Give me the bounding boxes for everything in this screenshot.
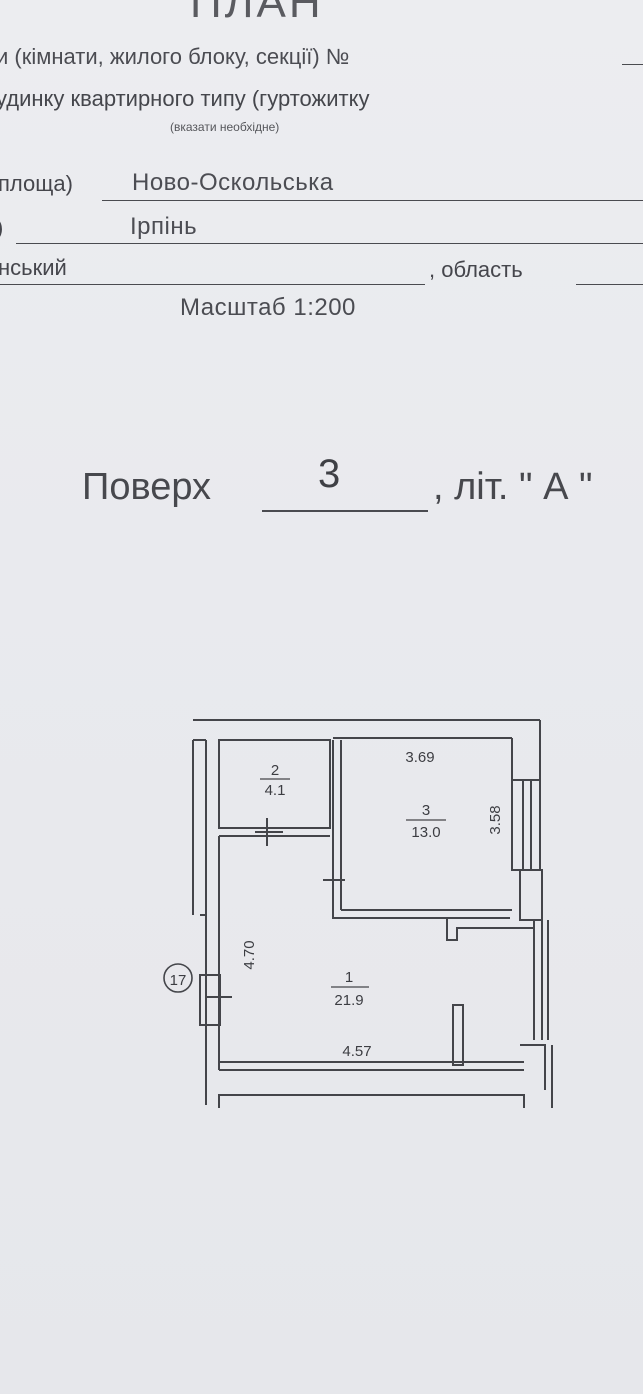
street-value: Ново-Оскольська — [132, 169, 334, 196]
room-number-blank-line — [622, 64, 643, 65]
plan-walls — [192, 719, 553, 1108]
district-underline — [0, 284, 425, 285]
floor-underline — [262, 510, 428, 512]
header-line-building-type: удинку квартирного типу (гуртожитку — [0, 86, 370, 111]
floor-number: 3 — [318, 452, 341, 496]
district-value: нський — [0, 255, 67, 280]
street-underline — [102, 200, 643, 201]
room-1-number: 1 — [345, 969, 353, 986]
room-1-area: 21.9 — [334, 992, 363, 1009]
room-2-area: 4.1 — [265, 782, 286, 799]
floor-label: Поверх — [82, 466, 212, 508]
axis-label: 17 — [170, 972, 187, 989]
room-1-length: 4.70 — [241, 940, 258, 969]
scale-label: Масштаб 1:200 — [180, 294, 356, 321]
region-label: , область — [429, 257, 523, 282]
room-3-area: 13.0 — [411, 824, 440, 841]
room-3-number: 3 — [422, 802, 430, 819]
room-1: 4.70 1 21.9 4.57 — [241, 940, 372, 1060]
city-underline — [16, 243, 643, 244]
room-1-width: 4.57 — [342, 1043, 371, 1060]
building-letter: , літ. " А " — [433, 466, 593, 508]
document-title: ПЛАН — [190, 0, 324, 27]
axis-marker: 17 — [163, 963, 193, 993]
axis-circle — [163, 963, 193, 993]
room-3-width: 3.69 — [405, 749, 434, 766]
room-3-depth: 3.58 — [487, 805, 504, 834]
city-label: ) — [0, 215, 3, 241]
room-3: 3.69 3 13.0 3.58 — [405, 749, 504, 841]
header-hint: (вказати необхідне) — [170, 120, 280, 134]
city-value: Ірпінь — [130, 213, 198, 240]
room-2: 2 4.1 — [260, 762, 290, 799]
room-2-number: 2 — [271, 762, 279, 779]
region-underline — [576, 284, 643, 285]
street-label: площа) — [0, 171, 73, 196]
header-line-room-type: и (кімнати, жилого блоку, секції) № — [0, 44, 350, 69]
